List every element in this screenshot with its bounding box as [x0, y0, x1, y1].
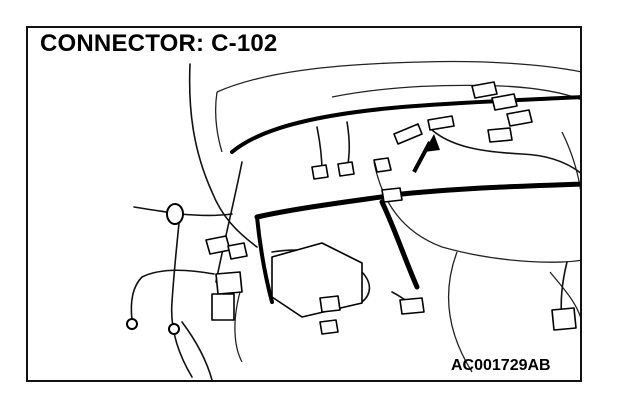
diagram-title: CONNECTOR: C-102 [40, 30, 278, 57]
harness-connectors [205, 81, 577, 335]
ground-terminals [126, 318, 180, 335]
main-harness [230, 95, 580, 304]
engine-bay-wiring-illustration [126, 60, 580, 380]
figure-frame [26, 26, 582, 382]
figure-code: AC001729AB [451, 357, 551, 374]
grommet [166, 203, 184, 225]
connector-pointer-arrow [412, 134, 440, 173]
